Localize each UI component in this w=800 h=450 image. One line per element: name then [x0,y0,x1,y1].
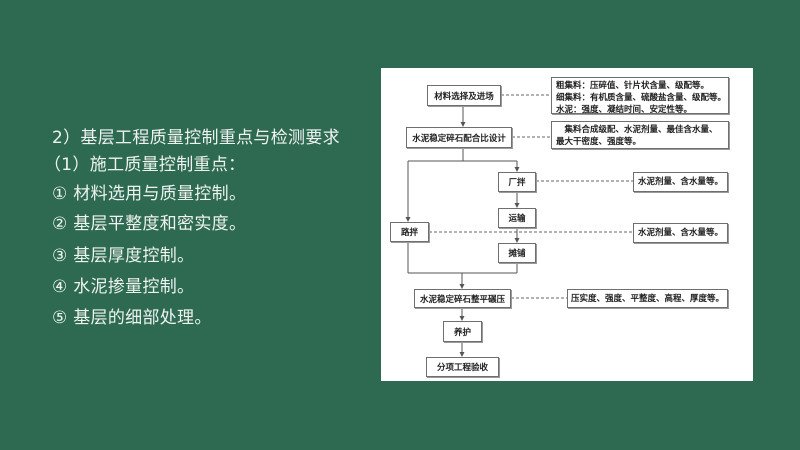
step-material-selection: 材料选择及进场 [427,85,501,106]
note-plant-mix: 水泥剂量、含水量等。 [633,172,728,192]
slide-text-column: 2）基层工程质量控制重点与检测要求 （1）施工质量控制重点： ① 材料选用与质量… [0,0,370,450]
step-acceptance: 分项工程验收 [426,357,499,377]
list-item: ④ 水泥掺量控制。 [52,277,195,297]
list-item: ⑤ 基层的细部处理。 [52,308,212,328]
note-line: 水泥：强度、凝结时间、安定性等。 [556,105,693,115]
step-curing: 养护 [443,321,482,342]
section-heading: 2）基层工程质量控制重点与检测要求 [52,128,340,148]
list-item: ② 基层平整度和密实度。 [52,214,247,234]
note-line: 粗集料：压碎值、针片状含量、级配等。 [556,81,710,91]
list-item: ① 材料选用与质量控制。 [52,184,247,204]
step-road-mix: 路拌 [390,222,429,242]
step-mix-design: 水泥稳定碎石配合比设计 [406,127,512,148]
note-road-mix: 水泥剂量、含水量等。 [633,223,728,243]
note-line: 细集料：有机质含量、硫酸盐含量、级配等。 [556,93,727,103]
note-mix-design: 集料合成级配、水泥剂量、最佳含水量、 最大干密度、强度等。 [551,121,729,149]
note-line: 集料合成级配、水泥剂量、最佳含水量、 [556,125,718,135]
note-material: 粗集料：压碎值、针片状含量、级配等。 细集料：有机质含量、硫酸盐含量、级配等。 … [551,77,729,115]
subsection-heading: （1）施工质量控制重点： [44,155,246,175]
step-plant-mix: 厂拌 [498,172,536,192]
step-compaction: 水泥稳定碎石整平碾压 [414,289,511,308]
step-paving: 摊铺 [498,243,536,263]
flowchart-connectors [405,94,633,357]
note-line: 最大干密度、强度等。 [556,137,642,147]
note-compaction: 压实度、强度、平整度、高程、厚度等。 [567,289,728,308]
list-item: ③ 基层厚度控制。 [52,246,195,266]
flowchart-panel: 材料选择及进场 水泥稳定碎石配合比设计 厂拌 运输 路拌 摊铺 水泥稳定碎石整平… [381,68,753,381]
step-transport: 运输 [498,208,536,228]
